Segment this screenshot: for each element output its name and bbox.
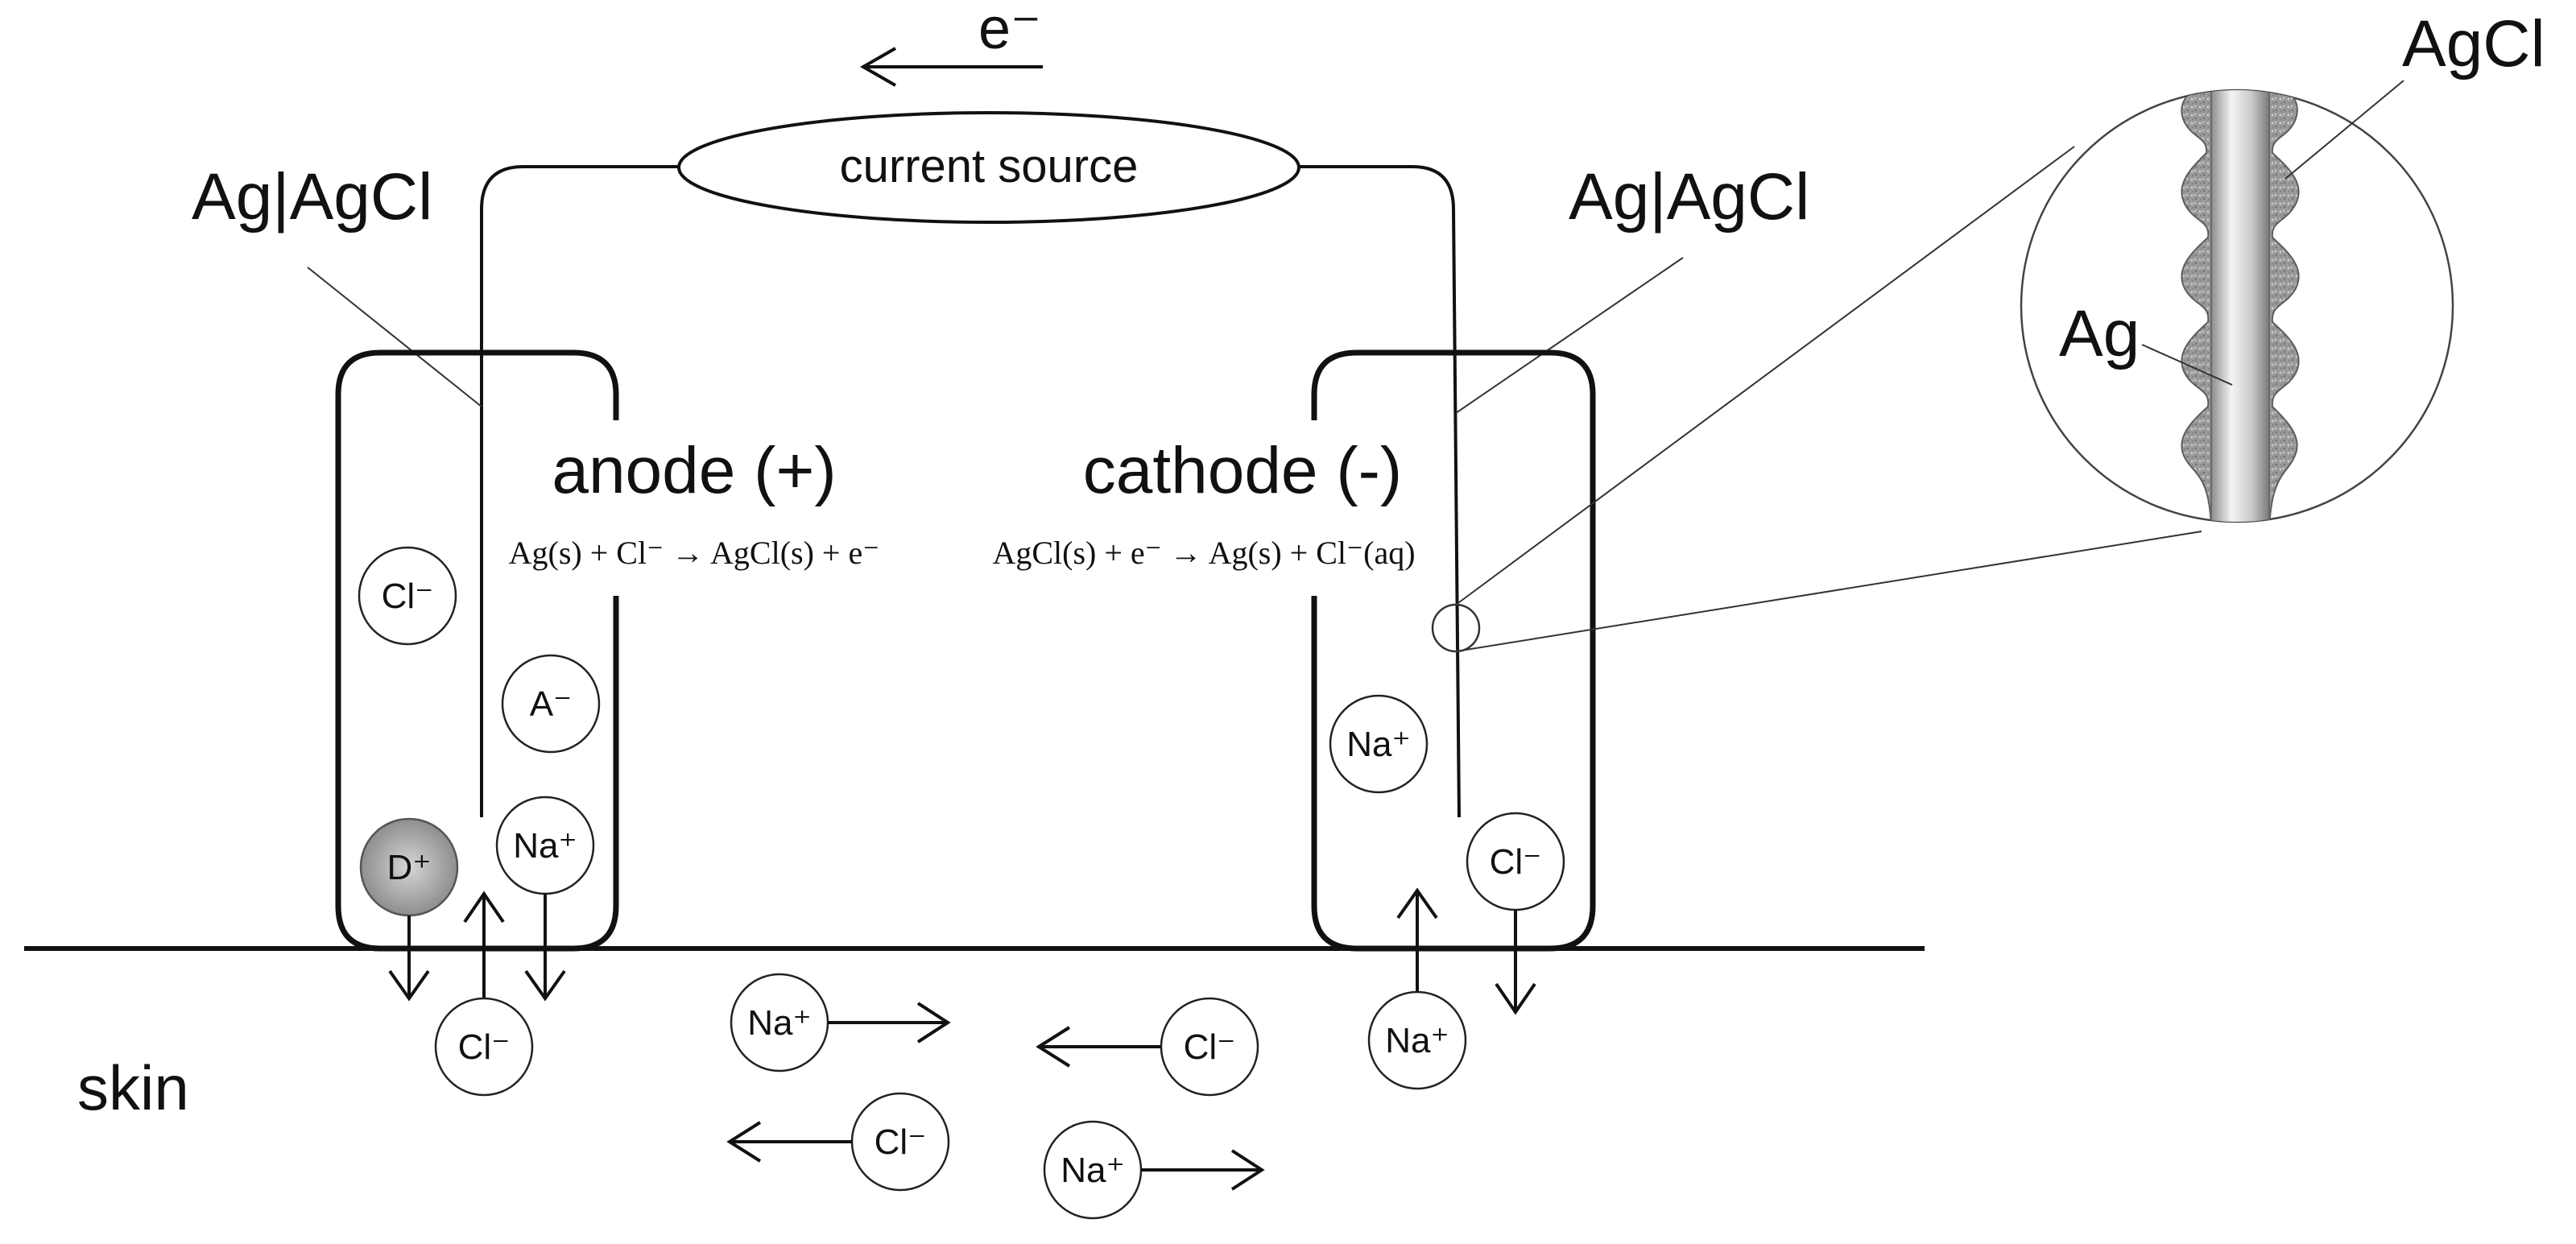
svg-text:A⁻: A⁻ (530, 684, 573, 724)
ion-anode-skin-cl: Cl⁻ (434, 997, 534, 1097)
svg-text:Na⁺: Na⁺ (513, 826, 577, 866)
zoom-agcl-leader (2284, 80, 2404, 180)
circuit-wires (480, 165, 1461, 818)
svg-text:Na⁺: Na⁺ (747, 1003, 811, 1043)
anode-electrode-callout: Ag|AgCl (192, 160, 482, 407)
anode-title: anode (+) (552, 434, 836, 507)
svg-text:Na⁺: Na⁺ (1346, 725, 1410, 764)
zoom-ag-label: Ag (2059, 297, 2140, 370)
ion-cathode-na: Na⁺ (1329, 694, 1429, 794)
cathode-flux-arrows (1396, 887, 1536, 1015)
ion-anode-cl: Cl⁻ (358, 546, 457, 646)
magnifier-line-bottom (1455, 531, 2202, 652)
magnifier-line-top (1455, 146, 2075, 605)
skin-label: skin (77, 1052, 189, 1123)
electron-label: e⁻ (978, 0, 1041, 61)
cathode-electrode-callout: Ag|AgCl (1455, 160, 1809, 414)
current-source-ellipse (677, 111, 1300, 224)
svg-text:Cl⁻: Cl⁻ (1184, 1027, 1236, 1067)
current-source-label: current source (840, 140, 1139, 192)
zoom-inset: AgCl Ag (2020, 7, 2545, 523)
svg-text:Cl⁻: Cl⁻ (875, 1122, 927, 1162)
ag-rod (2210, 90, 2270, 522)
zoom-agcl-label: AgCl (2402, 7, 2545, 81)
svg-text:Na⁺: Na⁺ (1061, 1151, 1124, 1190)
anode-chamber (335, 349, 619, 952)
svg-text:Cl⁻: Cl⁻ (1490, 842, 1542, 882)
magnifier (1431, 146, 2202, 653)
anode-electrode-label: Ag|AgCl (192, 160, 432, 234)
ion-skin-cl-1: Cl⁻ (1036, 997, 1259, 1097)
cathode-wire (1300, 165, 1461, 818)
cathode-electrode-leader (1455, 257, 1684, 414)
current-source: current source (677, 111, 1300, 224)
cathode-chamber (1311, 349, 1596, 952)
ion-cathode-skin-na: Na⁺ (1367, 990, 1467, 1090)
svg-text:D⁺: D⁺ (387, 848, 432, 887)
anode-wire (480, 165, 679, 817)
ion-anode-a: A⁻ (501, 654, 601, 754)
svg-text:Cl⁻: Cl⁻ (382, 577, 434, 616)
cathode-title: cathode (-) (1083, 434, 1403, 507)
ion-anode-na: Na⁺ (495, 796, 595, 895)
anode-electrode-leader (307, 267, 482, 407)
svg-text:Na⁺: Na⁺ (1385, 1021, 1449, 1060)
svg-text:Cl⁻: Cl⁻ (458, 1027, 511, 1067)
anode-reaction: Ag(s) + Cl⁻ → AgCl(s) + e⁻ (509, 535, 880, 571)
ion-skin-na-1: Na⁺ (730, 973, 951, 1072)
cathode-reaction: AgCl(s) + e⁻ → Ag(s) + Cl⁻(aq) (992, 535, 1415, 571)
electron-arrowhead (859, 47, 896, 87)
electron-flow: e⁻ (859, 0, 1043, 87)
ion-skin-na-2: Na⁺ (1043, 1120, 1265, 1220)
cathode-electrode-label: Ag|AgCl (1569, 160, 1809, 234)
zoom-ag-leader (2141, 344, 2233, 386)
ion-anode-drug: D⁺ (359, 817, 459, 917)
ion-cathode-cl: Cl⁻ (1466, 812, 1565, 911)
anode-flux-arrows (388, 891, 566, 1002)
ion-skin-cl-2: Cl⁻ (726, 1092, 950, 1192)
